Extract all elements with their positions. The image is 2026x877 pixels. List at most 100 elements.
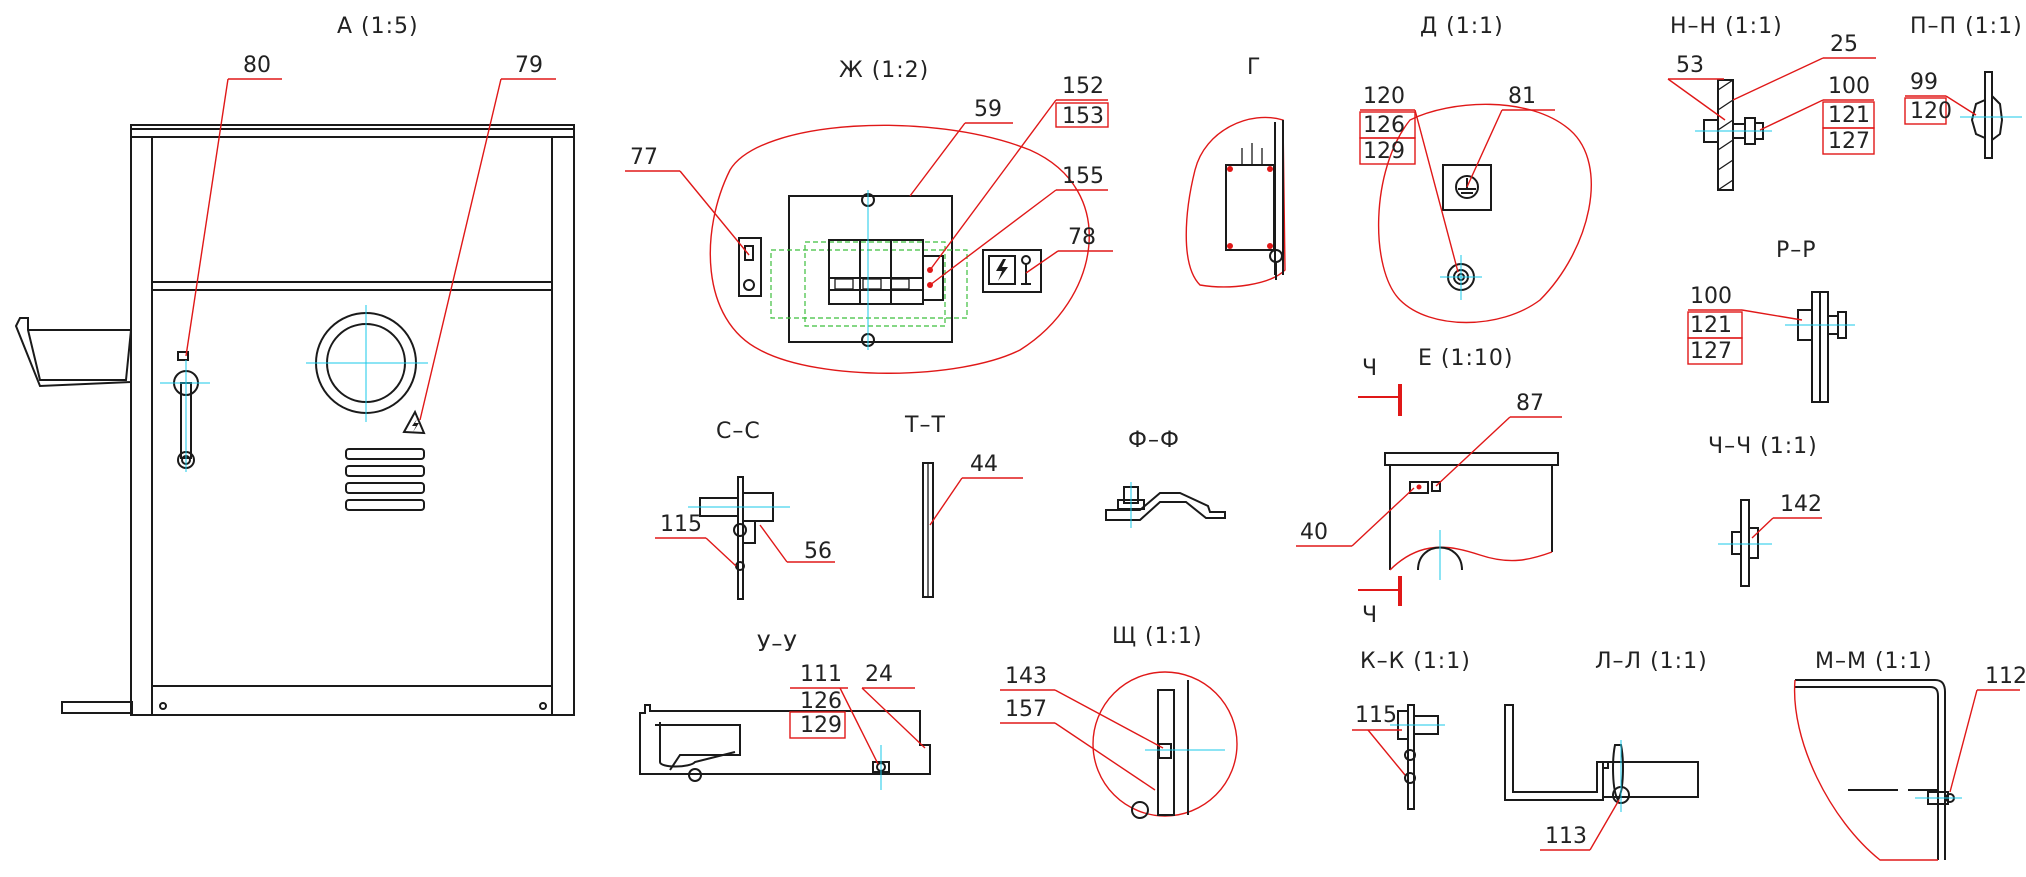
ground-symbol-icon — [1455, 175, 1479, 199]
callout-121: 121 — [1828, 103, 1870, 128]
callout-120-pp: 120 — [1910, 99, 1952, 124]
bottom-rail — [61, 701, 133, 714]
view-zh: Ж (1:2) 77 59 152 153 155 78 — [625, 58, 1113, 374]
panel-wall — [1717, 79, 1734, 191]
cabinet-body — [130, 128, 575, 716]
vent-slot — [345, 499, 425, 511]
callout-40: 40 — [1300, 520, 1328, 545]
side-tray — [14, 317, 132, 388]
view-d: Д (1:1) 120 126 129 81 — [1359, 14, 1592, 324]
section-ss-title: С–С — [716, 419, 761, 444]
view-d-title: Д (1:1) — [1420, 14, 1504, 39]
section-tt-title: Т–Т — [904, 413, 946, 438]
section-marker-ch-top: Ч — [1362, 356, 1378, 381]
callout-126: 126 — [1363, 113, 1405, 138]
callout-115-kk: 115 — [1355, 703, 1397, 728]
callout-152: 152 — [1062, 74, 1104, 99]
section-ll-title: Л–Л (1:1) — [1595, 649, 1708, 674]
view-g: Г — [1185, 55, 1286, 288]
section-tt: Т–Т 44 — [904, 413, 1023, 598]
ll-bracket — [1504, 704, 1609, 801]
callout-112: 112 — [1985, 664, 2026, 689]
callout-100-rr: 100 — [1690, 284, 1732, 309]
view-e: Е (1:10) Ч Ч 87 40 — [1296, 346, 1562, 628]
callout-99: 99 — [1910, 70, 1938, 95]
callout-129: 129 — [1363, 139, 1405, 164]
section-ff: Ф–Ф — [1105, 428, 1226, 528]
callout-100: 100 — [1828, 74, 1870, 99]
view-shch-title: Щ (1:1) — [1112, 624, 1203, 649]
lock-cylinder — [177, 351, 189, 361]
ff-latch — [1105, 492, 1226, 521]
detail-boundary — [709, 124, 1090, 374]
callout-81: 81 — [1508, 84, 1536, 109]
vent-slot — [345, 465, 425, 477]
callout-113: 113 — [1545, 824, 1587, 849]
section-nn-title: Н–Н (1:1) — [1670, 14, 1783, 39]
section-ff-title: Ф–Ф — [1128, 428, 1180, 453]
callout-111: 111 — [800, 662, 842, 687]
e-top-cover — [1384, 452, 1559, 466]
vent-slot — [345, 482, 425, 494]
electrical-hazard-label — [982, 249, 1042, 293]
callout-127: 127 — [1828, 129, 1870, 154]
rr-wall-a — [1811, 291, 1821, 403]
section-marker-ch-bottom: Ч — [1362, 603, 1378, 628]
callout-120: 120 — [1363, 84, 1405, 109]
ground-label — [1442, 164, 1492, 211]
section-uu-title: У–У — [757, 632, 798, 657]
callout-56: 56 — [804, 539, 832, 564]
section-rr: Р–Р 100 121 127 — [1687, 238, 1855, 403]
section-ll: Л–Л (1:1) 113 — [1504, 649, 1708, 851]
section-kk-title: К–К (1:1) — [1360, 649, 1471, 674]
uu-profile-outer — [639, 704, 931, 775]
vent-slot — [345, 448, 425, 460]
section-kk: К–К (1:1) 115 — [1352, 649, 1471, 810]
section-pp: П–П (1:1) 99 120 — [1904, 14, 2023, 159]
callout-59: 59 — [974, 97, 1002, 122]
pp-wall — [1984, 71, 1993, 159]
callout-79: 79 — [515, 53, 543, 78]
callout-77: 77 — [630, 145, 658, 170]
section-rr-title: Р–Р — [1776, 238, 1817, 263]
detail-boundary-d — [1377, 103, 1592, 324]
view-zh-title: Ж (1:2) — [839, 58, 929, 83]
section-uu: У–У 111 126 129 24 — [639, 632, 931, 790]
section-mm: М–М (1:1) 112 — [1793, 649, 2026, 861]
callout-129-uu: 129 — [800, 713, 842, 738]
callout-153: 153 — [1062, 104, 1104, 129]
callout-44: 44 — [970, 452, 998, 477]
callout-24: 24 — [865, 662, 893, 687]
callout-80: 80 — [243, 53, 271, 78]
callout-126-uu: 126 — [800, 689, 842, 714]
section-ss: С–С 115 56 — [655, 419, 835, 600]
callout-53: 53 — [1676, 53, 1704, 78]
callout-121-rr: 121 — [1690, 313, 1732, 338]
view-a: А (1:5) 80 79 — [14, 14, 575, 716]
view-a-title: А (1:5) — [337, 14, 419, 39]
callout-155: 155 — [1062, 164, 1104, 189]
view-shch: Щ (1:1) 143 157 — [1000, 624, 1238, 819]
callout-87: 87 — [1516, 391, 1544, 416]
high-voltage-warning-icon — [402, 409, 426, 435]
detail-boundary-g — [1185, 116, 1286, 288]
rr-wall-b — [1819, 291, 1829, 403]
callout-115: 115 — [660, 512, 702, 537]
callout-142: 142 — [1780, 492, 1822, 517]
section-chch-title: Ч–Ч (1:1) — [1708, 434, 1818, 459]
callout-157: 157 — [1005, 697, 1047, 722]
section-mm-title: М–М (1:1) — [1815, 649, 1933, 674]
callout-127-rr: 127 — [1690, 339, 1732, 364]
callout-25: 25 — [1830, 32, 1858, 57]
chch-wall — [1740, 499, 1750, 587]
junction-box — [1225, 164, 1275, 251]
callout-143: 143 — [1005, 664, 1047, 689]
callout-78: 78 — [1068, 225, 1096, 250]
section-pp-title: П–П (1:1) — [1910, 14, 2023, 39]
toggle-switch — [738, 237, 762, 297]
mm-lid — [1795, 679, 1946, 860]
view-g-title: Г — [1247, 55, 1261, 80]
section-chch: Ч–Ч (1:1) 142 — [1708, 434, 1822, 587]
section-nn: Н–Н (1:1) 53 25 100 121 127 — [1667, 14, 1876, 191]
